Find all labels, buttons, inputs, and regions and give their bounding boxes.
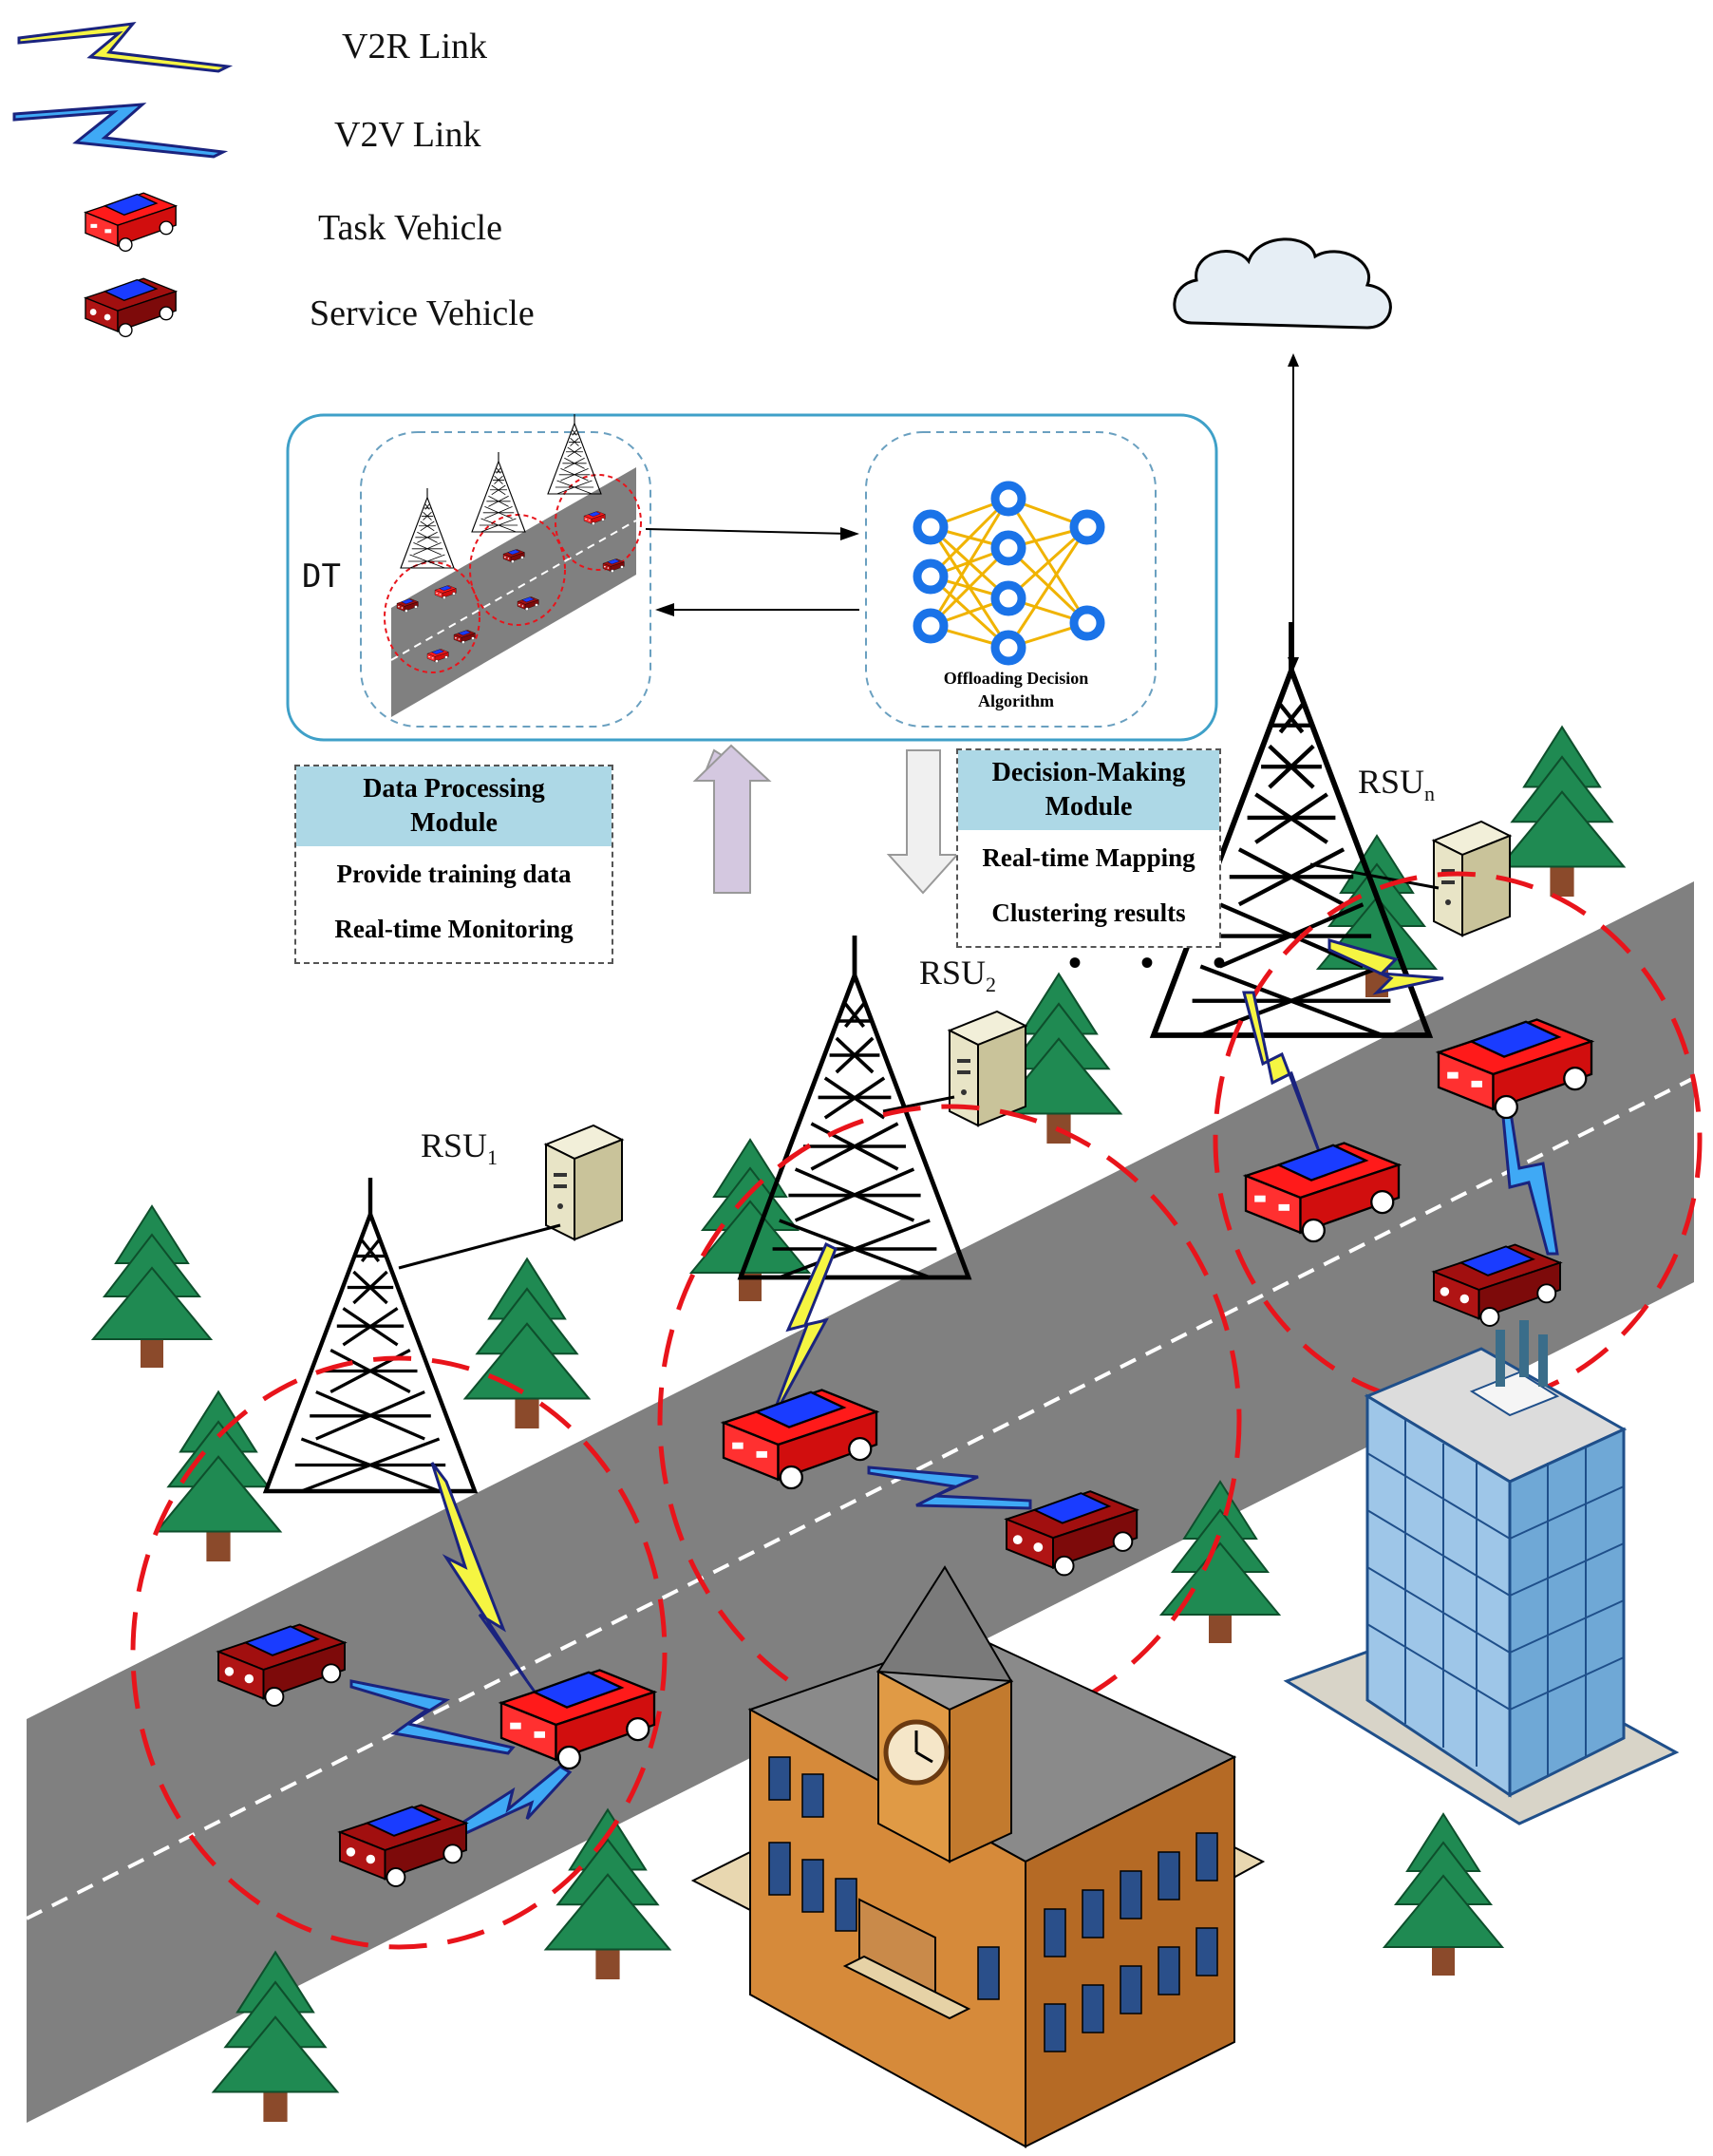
neural-network-icon <box>913 481 1105 666</box>
legend-v2v-symbol <box>12 103 229 159</box>
tree-icon <box>92 1205 212 1369</box>
data-processing-title-line1: Data Processing <box>363 774 545 804</box>
tree-icon <box>155 1390 282 1563</box>
tree-icon <box>1498 726 1626 898</box>
rsu2-label: RSU2 <box>919 954 997 996</box>
dt-label: DT <box>302 558 341 596</box>
legend-v2r-label: V2R Link <box>342 27 488 66</box>
legend-task-vehicle-label: Task Vehicle <box>318 208 502 248</box>
upload-arrow <box>692 744 772 894</box>
rsun-label: RSUn <box>1358 763 1436 805</box>
dt-mini-road <box>384 413 642 717</box>
legend-v2v-label: V2V Link <box>334 115 481 155</box>
data-processing-title-line2: Module <box>410 808 498 838</box>
data-processing-module: Data Processing Module Provide training … <box>294 765 613 964</box>
decision-making-item: Real-time Mapping <box>982 843 1195 872</box>
decision-making-title-line1: Decision-Making <box>991 758 1186 787</box>
more-rsus-ellipsis: • • • <box>1068 941 1252 984</box>
legend-service-vehicle-icon <box>85 277 177 338</box>
rsu1-coverage <box>130 1355 668 1950</box>
algorithm-label: Offloading Decision Algorithm <box>907 667 1125 712</box>
data-processing-item: Provide training data <box>336 860 572 888</box>
decision-making-title-line2: Module <box>1045 792 1133 822</box>
decision-making-module: Decision-Making Module Real-time Mapping… <box>956 748 1221 948</box>
v2v-link <box>442 1765 573 1840</box>
download-arrow <box>886 749 960 895</box>
legend-v2r-symbol <box>17 22 234 73</box>
tree-icon <box>463 1258 591 1430</box>
dt-to-algorithm-arrow <box>645 528 851 535</box>
v2r-link-rsu2 <box>767 1241 838 1426</box>
data-processing-item: Real-time Monitoring <box>334 915 574 943</box>
decision-making-item: Clustering results <box>991 898 1186 927</box>
algorithm-label-line1: Offloading Decision <box>943 669 1089 688</box>
decision-making-module-title: Decision-Making Module <box>958 750 1219 830</box>
legend-task-vehicle-icon <box>85 192 177 253</box>
data-processing-module-title: Data Processing Module <box>296 766 612 846</box>
rsu1-server-icon <box>545 1125 623 1240</box>
clock-tower-building-icon <box>690 1565 1266 2148</box>
v2v-link <box>349 1679 516 1755</box>
office-building-icon <box>1283 1320 1680 1825</box>
cloud-icon <box>1173 237 1392 330</box>
algorithm-label-line2: Algorithm <box>978 691 1054 710</box>
rsu1-tower-icon <box>266 1178 475 1491</box>
rsun-coverage <box>1213 871 1703 1409</box>
v2r-link-rsun <box>1242 938 1444 1155</box>
tree-icon <box>1384 1813 1503 1976</box>
dt-algorithm-panel <box>865 431 1157 728</box>
rsu1-label: RSU1 <box>421 1126 499 1169</box>
v2v-link <box>1500 1105 1559 1256</box>
legend-service-vehicle-label: Service Vehicle <box>310 293 535 333</box>
v2v-link <box>867 1466 1032 1510</box>
